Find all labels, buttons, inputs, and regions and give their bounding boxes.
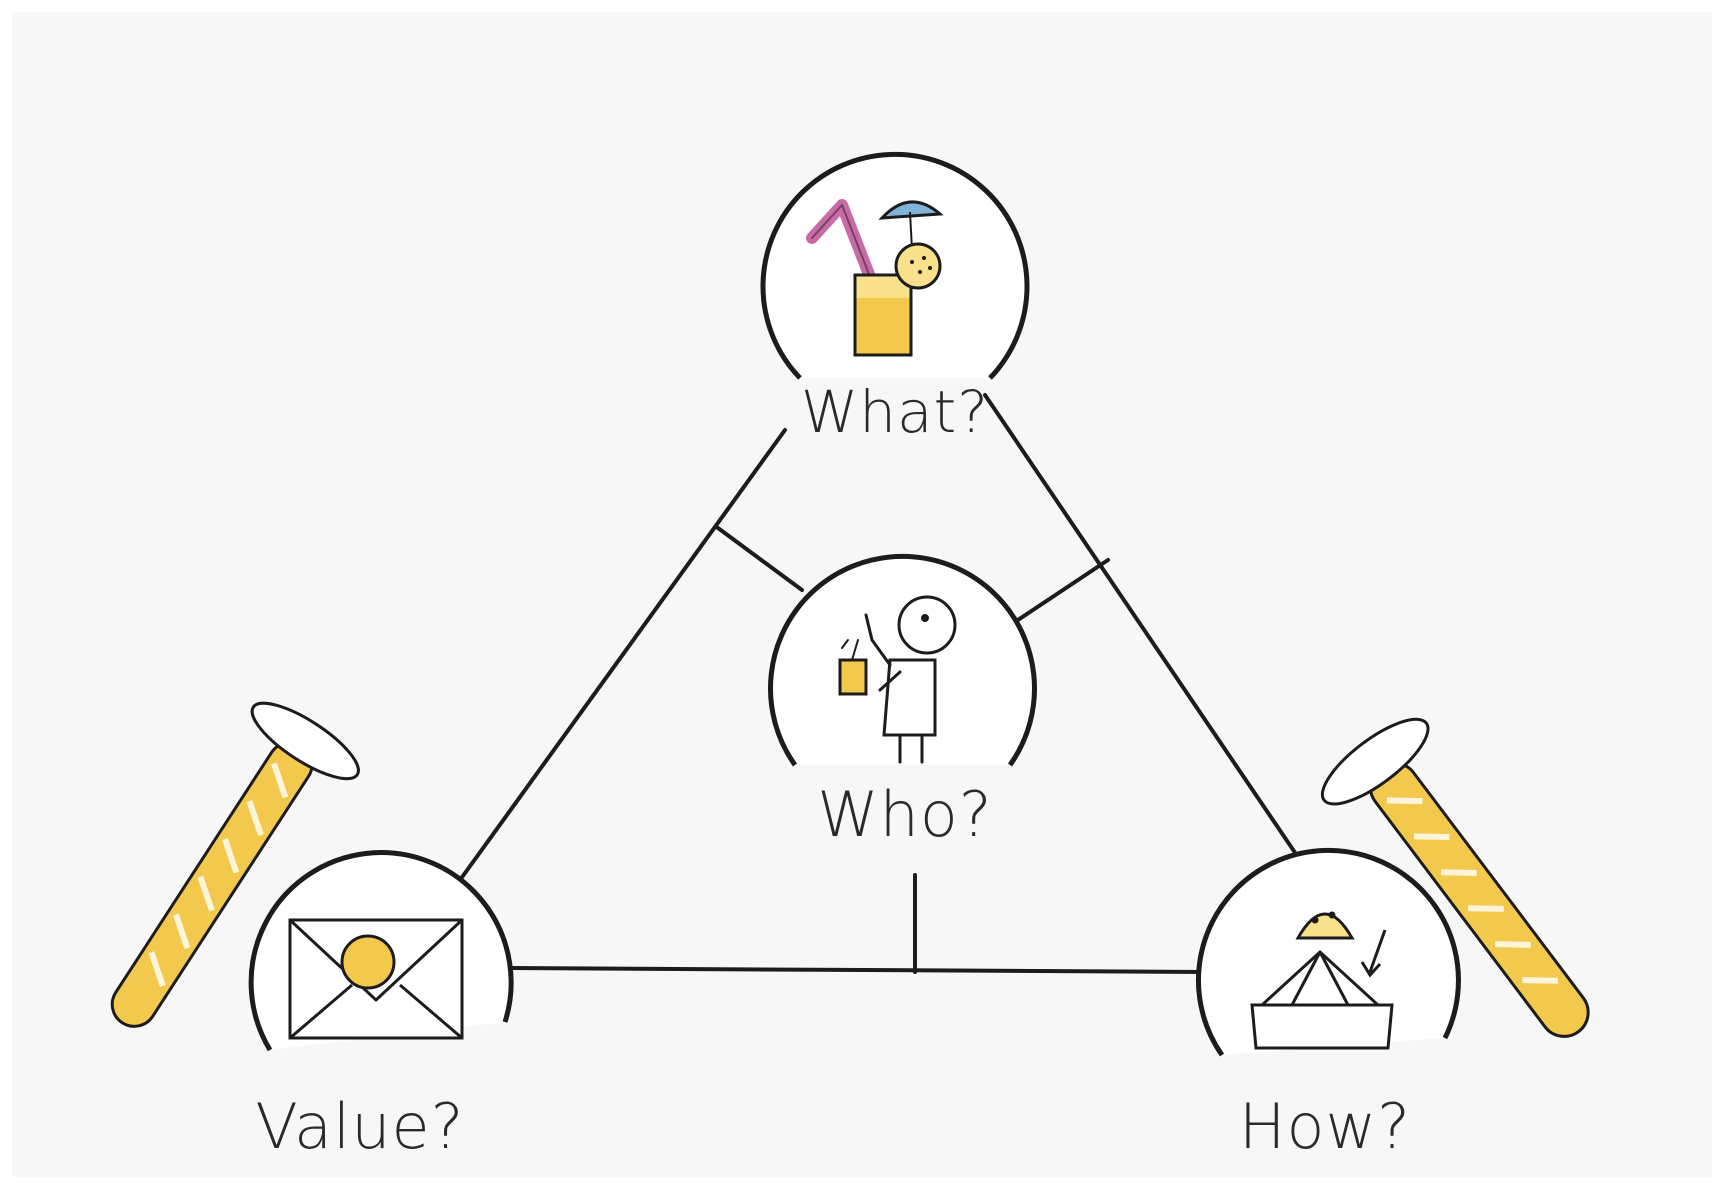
- edge-who-right: [1013, 558, 1110, 624]
- label-what: What?: [801, 378, 989, 446]
- lemonade-glass-icon: [806, 199, 944, 357]
- lemon-juicer-icon: [1250, 911, 1394, 1050]
- person-drinking-icon: [838, 595, 957, 764]
- edge-what-value: [458, 428, 787, 882]
- label-how: How?: [1239, 1090, 1411, 1163]
- label-who: Who?: [817, 778, 992, 851]
- edge-who-left: [716, 526, 804, 592]
- connectors: [458, 393, 1302, 974]
- node-how: How?: [1196, 847, 1461, 1163]
- left-pin: [110, 701, 360, 1028]
- edge-value-how: [508, 966, 1207, 974]
- right-pin: [1320, 717, 1590, 1038]
- envelope-with-coin-icon: [288, 918, 464, 1040]
- node-what: What?: [760, 151, 1030, 446]
- label-value: Value?: [255, 1090, 464, 1163]
- node-value: Value?: [248, 850, 514, 1163]
- edge-what-how: [983, 393, 1302, 862]
- node-who: Who?: [768, 553, 1037, 851]
